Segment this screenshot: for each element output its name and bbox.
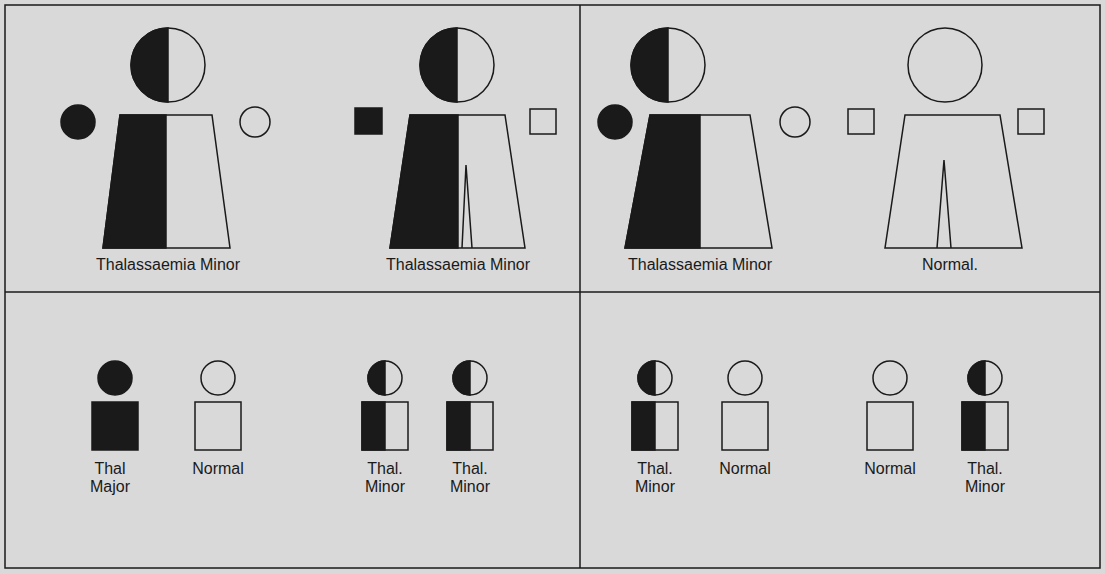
gamete <box>355 108 382 134</box>
phenotype-label: Thal. Minor <box>959 460 1011 497</box>
child-figures <box>92 361 1008 450</box>
phenotype-label: Normal <box>719 460 771 478</box>
parent-figure <box>355 28 556 248</box>
phenotype-label: Normal. <box>922 256 978 274</box>
gamete <box>61 105 95 139</box>
parent-figure <box>61 28 270 248</box>
phenotype-label: Thal. Minor <box>359 460 411 497</box>
gamete <box>780 107 810 137</box>
parent-figure <box>598 28 810 248</box>
phenotype-label: Normal <box>192 460 244 478</box>
gamete <box>240 107 270 137</box>
row-divider <box>5 291 1100 293</box>
gamete <box>1018 109 1044 134</box>
parent-figure <box>848 28 1044 248</box>
panel-divider <box>579 5 581 568</box>
phenotype-label: Normal <box>864 460 916 478</box>
phenotype-label: Thalassaemia Minor <box>628 256 772 274</box>
phenotype-label: Thalassaemia Minor <box>386 256 530 274</box>
phenotype-label: Thalassaemia Minor <box>96 256 240 274</box>
phenotype-label: Thal Major <box>84 460 136 497</box>
phenotype-label: Thal. Minor <box>629 460 681 497</box>
phenotype-label: Thal. Minor <box>444 460 496 497</box>
gamete <box>848 109 874 134</box>
gamete <box>598 105 632 139</box>
gamete <box>530 109 556 134</box>
frame <box>5 5 1100 568</box>
